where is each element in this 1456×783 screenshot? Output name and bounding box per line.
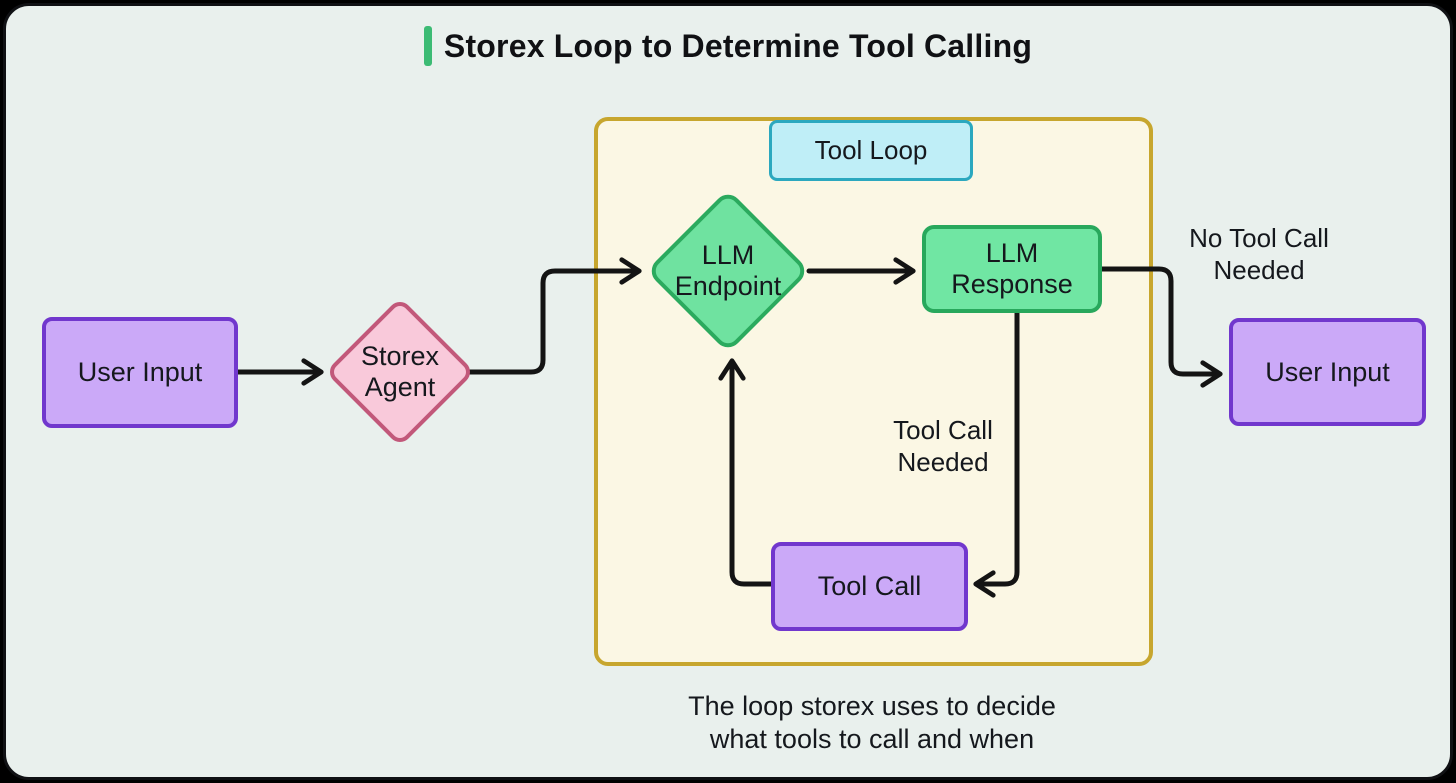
node-llm-response: LLM Response xyxy=(922,225,1102,313)
node-llm-endpoint-label: LLM Endpoint xyxy=(674,240,782,301)
diagram-caption: The loop storex uses to decide what tool… xyxy=(688,691,1056,754)
node-user-input-right: User Input xyxy=(1229,318,1426,426)
title-text: Storex Loop to Determine Tool Calling xyxy=(443,27,1033,64)
edge-label-no-tool-call-needed: No Tool Call Needed xyxy=(1189,223,1329,285)
node-tool-call: Tool Call xyxy=(771,542,968,631)
node-storex-agent-label: Storex Agent xyxy=(360,341,440,402)
title-accent-bar xyxy=(423,26,432,66)
node-user-input-left: User Input xyxy=(42,317,238,428)
diagram-title: Storex Loop to Determine Tool Calling xyxy=(6,26,1450,66)
diagram-canvas: Storex Loop to Determine Tool Calling To… xyxy=(3,3,1453,780)
edge-label-tool-call-needed: Tool Call Needed xyxy=(893,415,993,477)
tool-loop-label: Tool Loop xyxy=(769,120,973,181)
